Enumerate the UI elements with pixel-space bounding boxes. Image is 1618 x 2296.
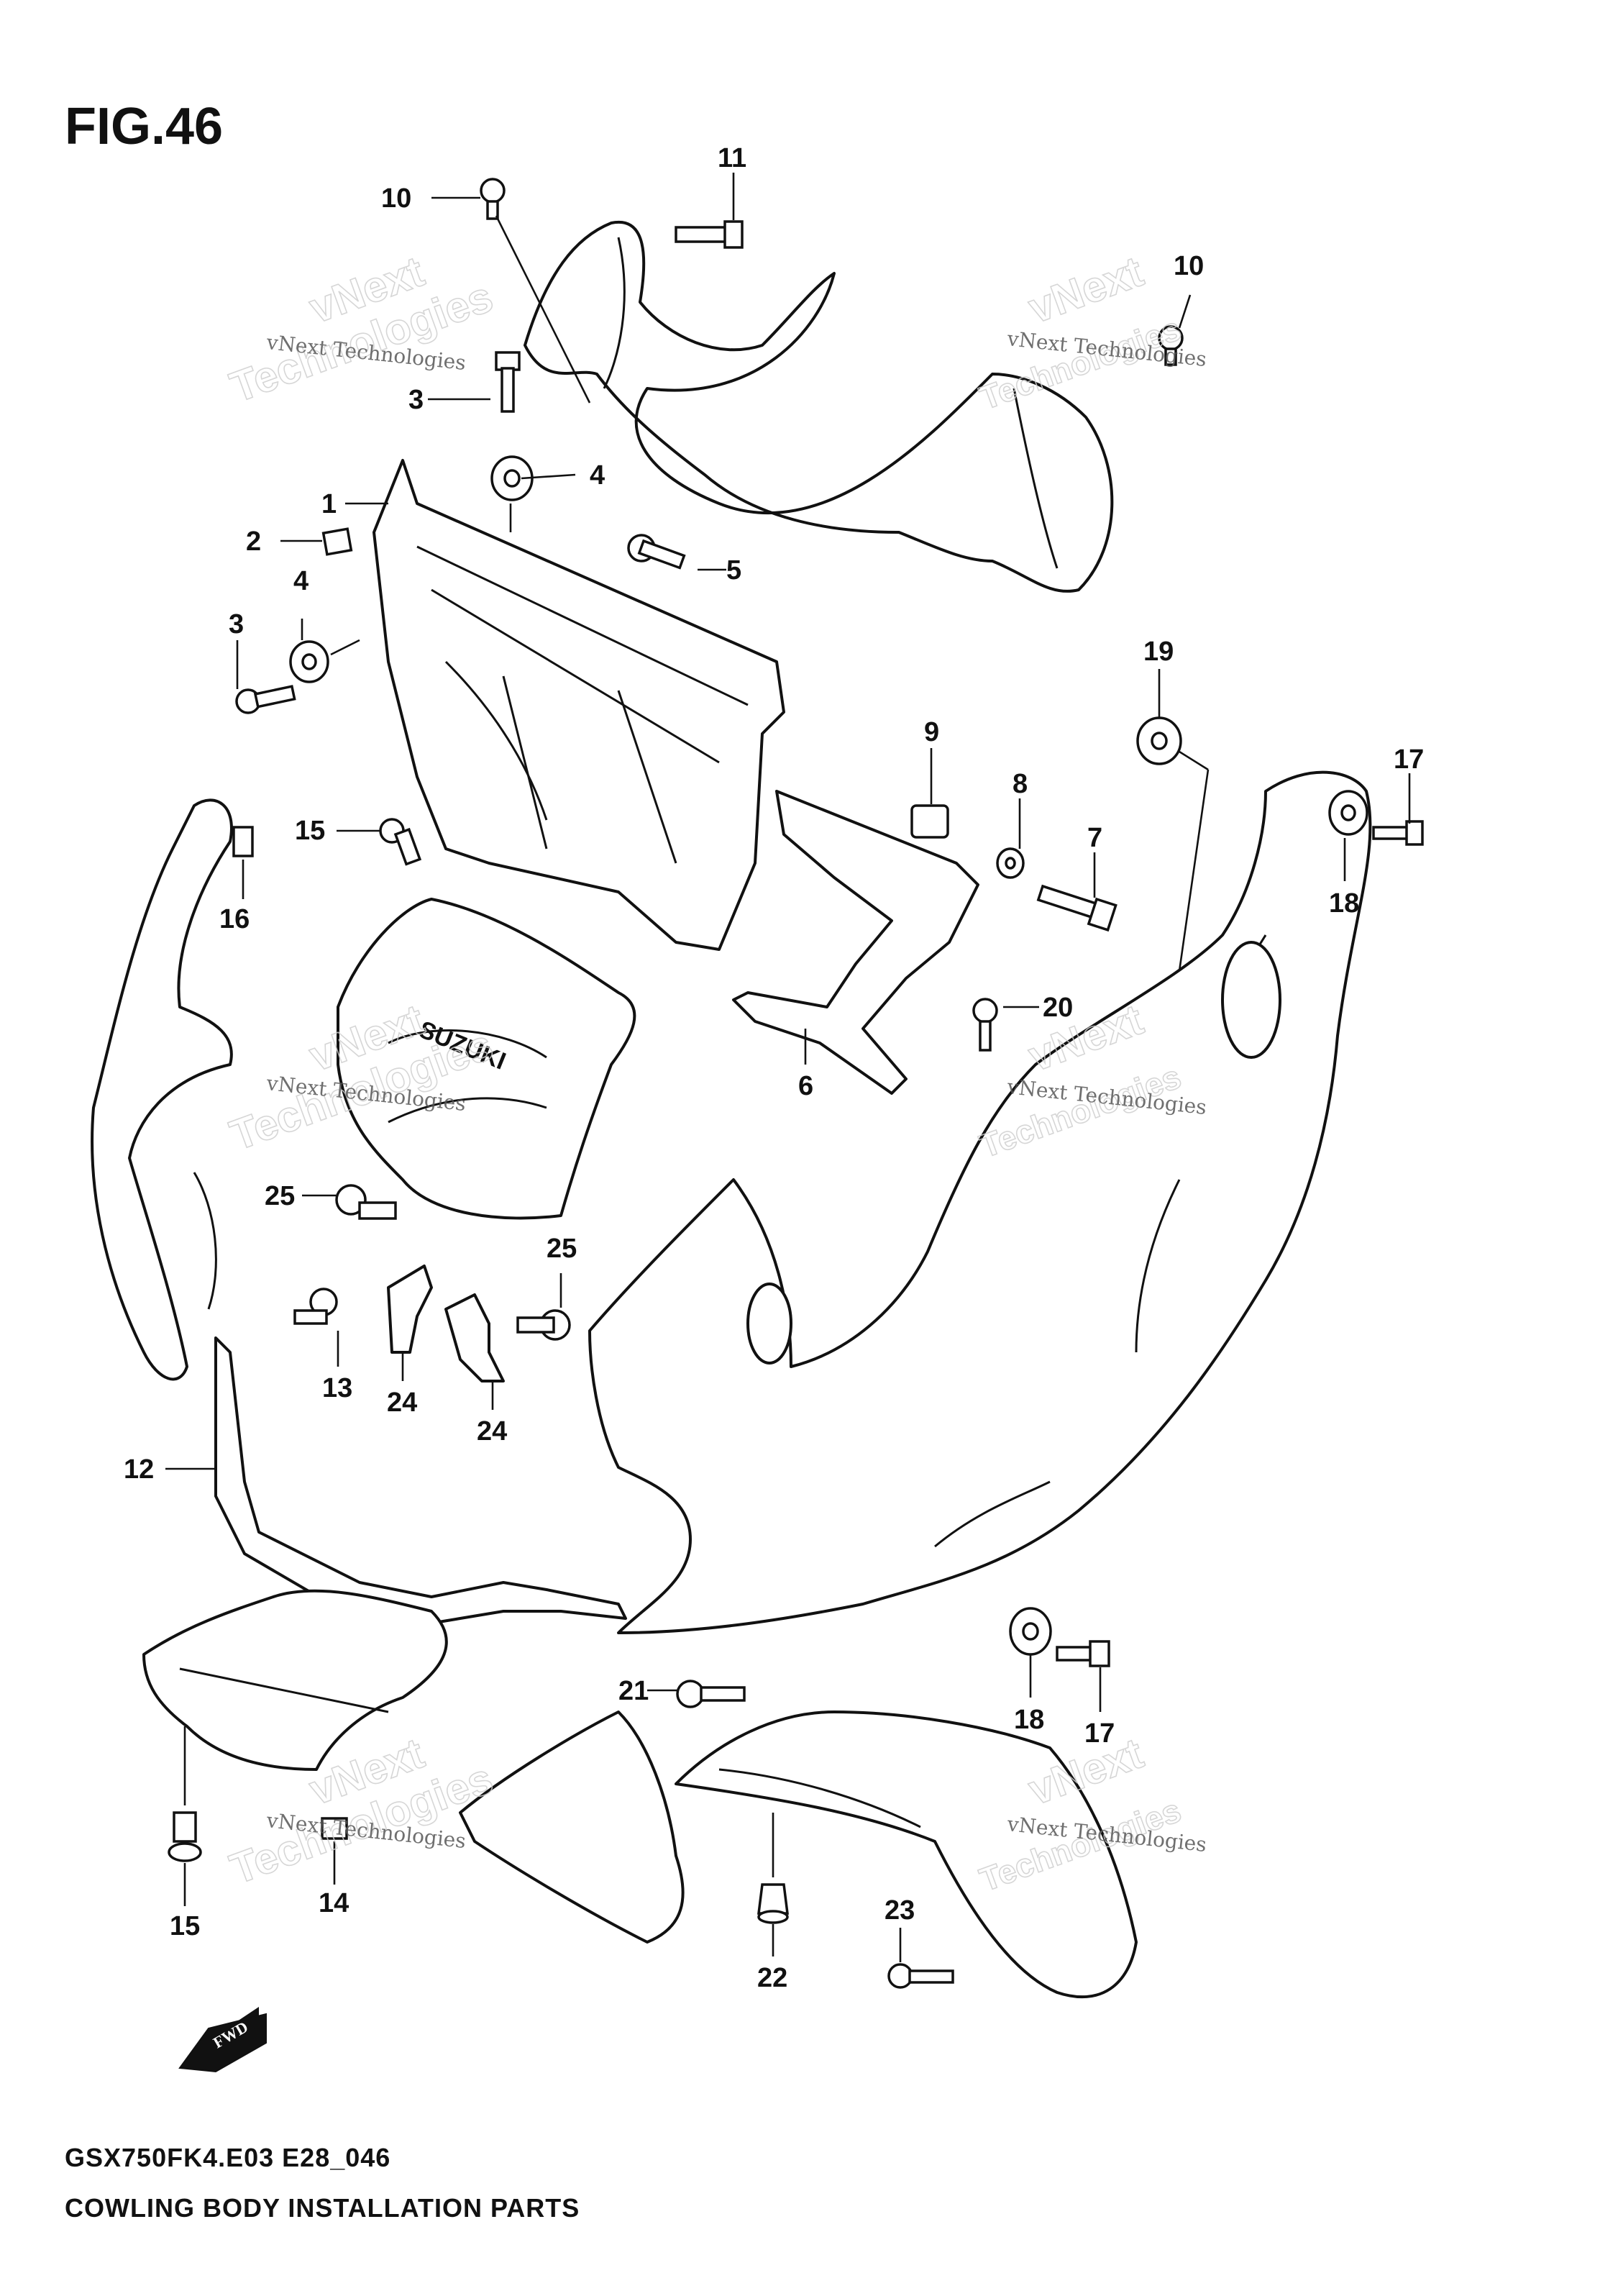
callout-7: 7 [1087,823,1102,853]
callout-24a: 24 [387,1388,417,1418]
bolt-10b-icon [1158,325,1184,366]
under-cowl-left [142,1589,448,1771]
front-panel [337,898,636,1220]
callout-16: 16 [219,904,250,934]
callout-10a: 10 [381,183,411,214]
screw-5-icon [627,534,686,570]
callout-3a: 3 [408,385,424,415]
inner-cowl-upper [524,220,1114,593]
bolt-17a-icon [1372,820,1424,846]
bolt-11-icon [675,220,744,249]
callout-11: 11 [718,143,746,173]
callout-19: 19 [1143,637,1174,667]
callout-5: 5 [726,555,741,586]
grommet-4a-icon [490,455,534,501]
callout-14: 14 [319,1888,349,1918]
svg-text:vNext: vNext [1023,247,1149,332]
grommet-4b-icon [289,640,329,683]
bolt-25a-icon [335,1184,397,1220]
callout-25b: 25 [547,1234,577,1264]
figure-label: FIG.46 [65,98,223,155]
bolt-3a-icon [495,351,521,413]
callout-2: 2 [246,527,261,557]
callout-13: 13 [322,1373,352,1403]
callout-15b: 15 [170,1911,200,1941]
bolt-15b-icon [168,1811,202,1862]
callout-10b: 10 [1174,251,1204,281]
callout-17a: 17 [1394,744,1424,775]
stay-24 [387,1265,505,1382]
clip-22-icon [757,1883,789,1924]
screw-15a-icon [379,818,422,866]
nut-9-icon [910,804,949,839]
bolt-17b-icon [1056,1640,1110,1667]
leader-lines [165,173,1411,1962]
callout-4b: 4 [293,566,308,596]
bolt-3b-icon [235,685,296,714]
callout-3b: 3 [229,609,244,639]
bracket-6 [732,790,979,1095]
forward-arrow-icon [178,2007,267,2073]
callout-22: 22 [757,1963,787,1993]
grommet-18a-icon [1328,790,1368,836]
bolt-10a-icon [480,178,506,220]
nut-2-icon [321,527,353,556]
washer-8-icon [996,847,1025,879]
callout-15a: 15 [295,816,325,846]
figure-title: COWLING BODY INSTALLATION PARTS [65,2193,580,2223]
bolt-7-icon [1036,884,1117,932]
callout-25a: 25 [265,1181,295,1211]
under-cowl-right [459,1710,1138,1999]
bolt-13-icon [293,1288,338,1325]
grommet-19-icon [1136,716,1182,765]
callout-9: 9 [924,717,939,747]
callout-4a: 4 [590,460,605,491]
grommet-18b-icon [1009,1607,1052,1656]
bracket-12 [214,1336,627,1627]
cowling-brace [372,459,785,951]
callout-1: 1 [321,489,337,519]
callout-18a: 18 [1329,888,1359,919]
bolt-21-icon [676,1680,746,1708]
callout-17b: 17 [1084,1718,1115,1749]
callout-12: 12 [124,1454,154,1485]
headlight-opening [1221,941,1281,1059]
nut-14-icon [321,1817,348,1840]
callout-18b: 18 [1014,1705,1044,1735]
callout-8: 8 [1013,769,1028,799]
vent-opening [746,1283,792,1365]
bolt-23-icon [887,1963,954,1989]
callout-6: 6 [798,1071,813,1101]
callout-20: 20 [1043,993,1073,1023]
callout-24b: 24 [477,1416,507,1447]
screw-20-icon [972,998,998,1052]
callout-23: 23 [885,1895,915,1926]
clip-16-icon [232,826,254,857]
bolt-25b-icon [516,1309,571,1341]
drawing-code: GSX750FK4.E03 E28_046 [65,2143,390,2172]
callout-21: 21 [618,1676,649,1706]
cowling-left [91,798,233,1381]
